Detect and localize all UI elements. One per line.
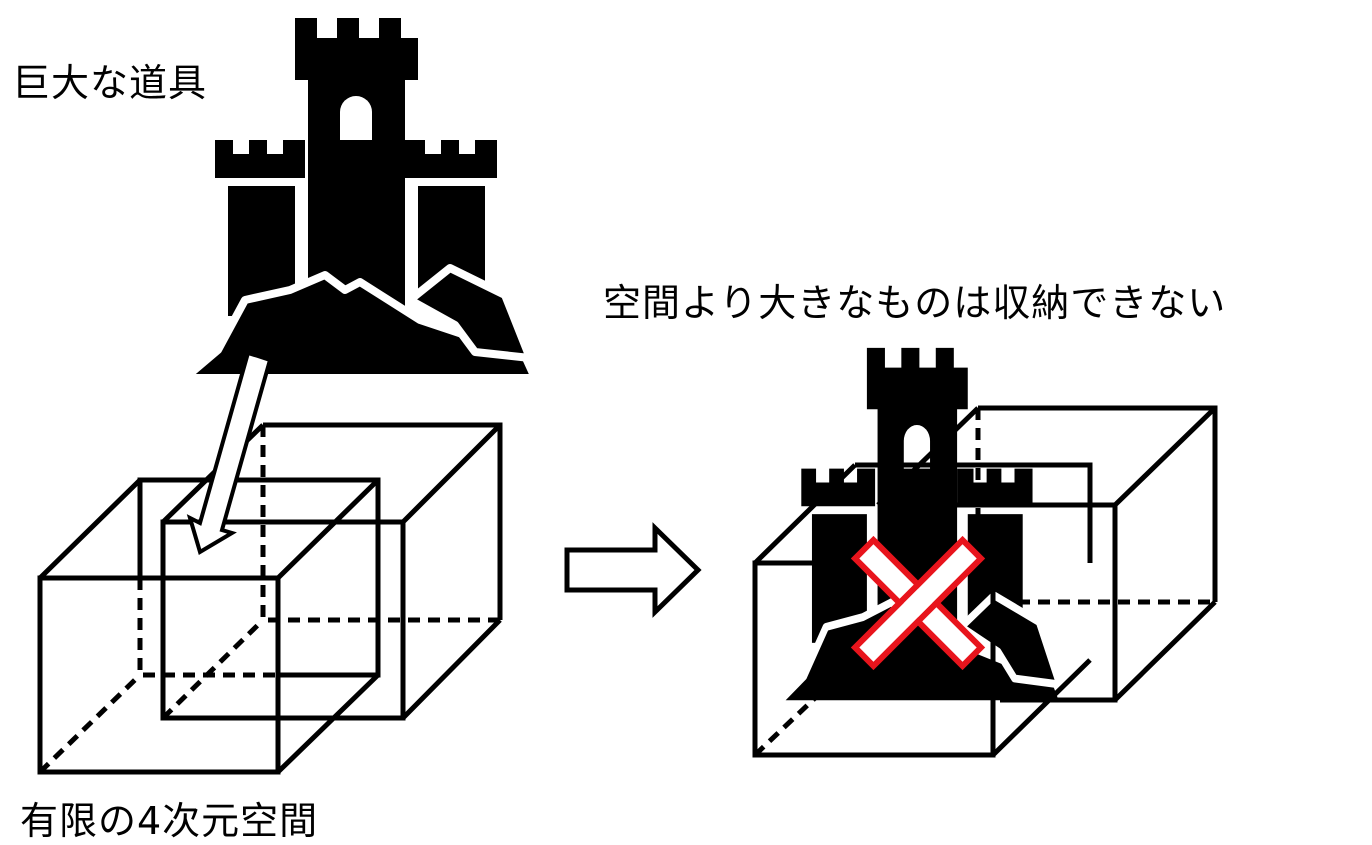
tesseract-left	[37, 422, 503, 775]
right-arrow-icon	[564, 522, 702, 618]
tesseract-right-front	[752, 406, 1118, 758]
castle-icon	[185, 18, 535, 378]
cross-icon	[850, 535, 986, 671]
castle-overflowing	[777, 348, 1064, 704]
giant-castle	[185, 18, 535, 378]
finite-4d-space-label: 有限の4次元空間	[20, 799, 319, 843]
cannot-store-label: 空間より大きなものは収納できない	[603, 281, 1227, 325]
castle-icon	[777, 348, 1064, 704]
insert-arrow	[186, 350, 273, 556]
giant-tool-label: 巨大な道具	[12, 61, 208, 105]
down-arrow-icon	[186, 350, 273, 556]
